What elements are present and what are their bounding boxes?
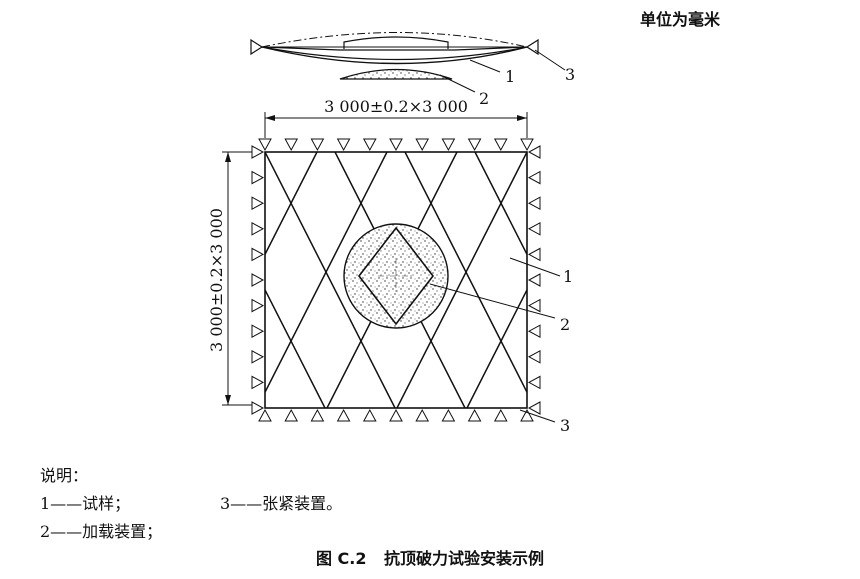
clamp-triangle [520,138,534,152]
figure-number: 图 C.2 [315,549,367,568]
clamp-triangle [389,138,403,152]
vertical-dimension: 3 000±0.2×3 000 [207,151,252,406]
clamp-triangle [493,138,508,152]
clamp-triangle [441,138,456,152]
clamp-triangle [527,145,541,159]
clamp-triangle [527,401,541,415]
clamp-triangle [251,170,265,185]
specimen-frame [264,151,528,409]
clamp-triangle [467,408,482,422]
plan-callout-1: 1 [563,267,573,286]
clamp-triangle [527,170,541,185]
plan-leader-2 [429,283,556,319]
clamp-triangle [251,324,265,339]
clamp-triangle [527,247,541,262]
clamp-triangle [527,196,541,211]
side-callout-2: 2 [479,89,489,108]
clamps-left [251,145,265,415]
clamp-triangle [310,408,325,422]
side-leader-2 [439,74,476,93]
clamp-triangle [389,408,403,422]
clamp-triangle [251,221,265,236]
clamp-triangle [251,196,265,211]
clamp-triangle [362,408,377,422]
horizontal-dimension: 3 000±0.2×3 000 [264,97,528,138]
clamp-triangle [251,375,265,390]
clamp-triangle [336,138,351,152]
legend-item-3: 3——张紧装置。 [220,494,343,513]
clamp-triangle [251,273,265,287]
clamp-triangle [362,138,377,152]
clamp-triangle [284,138,299,152]
clamp-triangle [336,408,351,422]
clamp-triangle [527,298,541,313]
side-loading-device [339,68,453,80]
clamp-triangle [258,408,272,422]
loading-diamond [357,226,435,326]
clamp-triangle [284,408,299,422]
side-view: 1 2 3 [250,32,575,108]
clamp-triangle [493,408,508,422]
figure-caption: 图 C.2 抗顶破力试验安装示例 [0,545,860,569]
clamp-triangle [527,273,541,287]
clamp-triangle [251,298,265,313]
clamp-triangle [310,138,325,152]
legend-title: 说明： [40,466,89,485]
clamps-top [258,138,534,152]
clamps-right [527,145,541,415]
clamp-triangle [520,408,534,422]
clamp-triangle [251,145,265,159]
clamp-triangle [415,138,430,152]
vertical-dimension-label: 3 000±0.2×3 000 [207,208,226,352]
plan-leader-1 [509,257,561,277]
clamp-triangle [258,138,272,152]
clamps-bottom [258,408,534,422]
clamp-triangle [527,324,541,339]
clamp-triangle [251,349,265,364]
clamp-triangle [251,247,265,262]
clamp-triangle [527,221,541,236]
plan-callout-3: 3 [560,416,570,435]
side-leader-3 [534,49,566,71]
plan-leader-3 [519,409,556,423]
horizontal-dimension-label: 3 000±0.2×3 000 [324,97,468,116]
side-callout-3: 3 [565,65,575,84]
clamp-triangle [441,408,456,422]
clamp-triangle [251,401,265,415]
figure-title: 抗顶破力试验安装示例 [384,549,545,568]
side-load-cap [343,36,449,49]
legend-item-1: 1——试样； [40,494,131,513]
side-leader-1 [469,59,501,73]
clamp-triangle [415,408,430,422]
original-fabric-line [261,32,528,48]
deformed-fabric-2 [261,46,528,61]
side-callout-1: 1 [505,67,515,86]
clamp-triangle [527,349,541,364]
clamp-triangle [467,138,482,152]
plan-callout-2: 2 [560,315,570,334]
legend-item-2: 2——加载装置； [40,522,163,541]
clamp-triangle [527,375,541,390]
side-clamp-right [525,38,539,56]
deformed-fabric-3 [261,46,528,51]
deformed-fabric-1 [261,46,528,65]
side-clamp-left [250,38,264,56]
plan-view: 1 2 3 [251,138,573,435]
unit-note: 单位为毫米 [640,10,721,29]
